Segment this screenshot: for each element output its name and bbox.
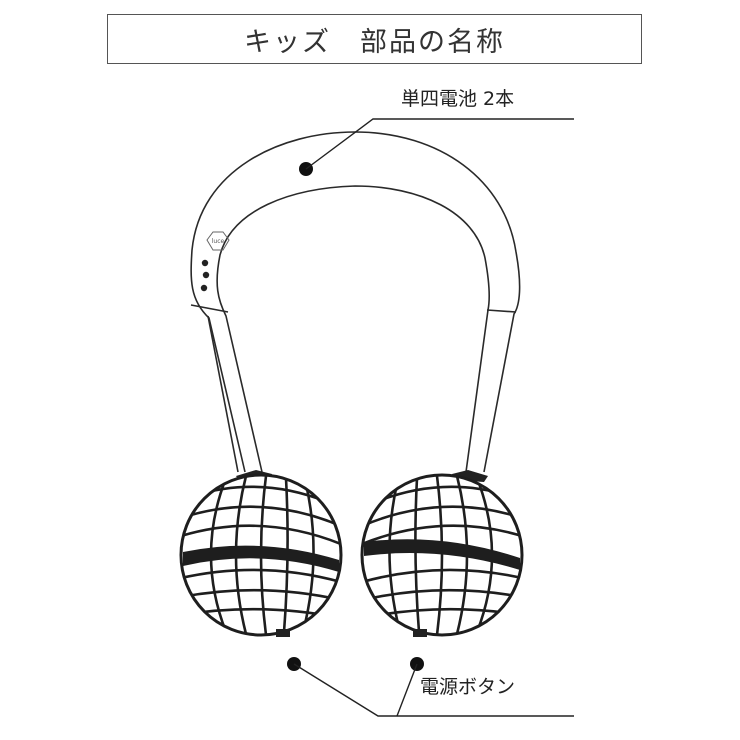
left-fan-unit xyxy=(179,470,343,637)
indicator-dot xyxy=(200,284,208,292)
power-button-callout-line xyxy=(287,657,574,717)
page-title: キッズ 部品の名称 xyxy=(107,14,642,64)
battery-callout-label: 単四電池 2本 xyxy=(401,88,515,110)
left-power-button xyxy=(276,629,290,637)
battery-callout-line xyxy=(299,118,574,176)
right-fan-unit xyxy=(360,470,524,637)
neck-band xyxy=(190,131,521,473)
power-button-callout-label: 電源ボタン xyxy=(420,676,516,698)
logo-text: luce xyxy=(212,238,225,245)
indicator-lights xyxy=(200,259,210,292)
logo-badge: luce xyxy=(206,231,230,251)
right-power-button xyxy=(413,629,427,637)
indicator-dot xyxy=(202,271,210,279)
indicator-dot xyxy=(201,259,209,267)
